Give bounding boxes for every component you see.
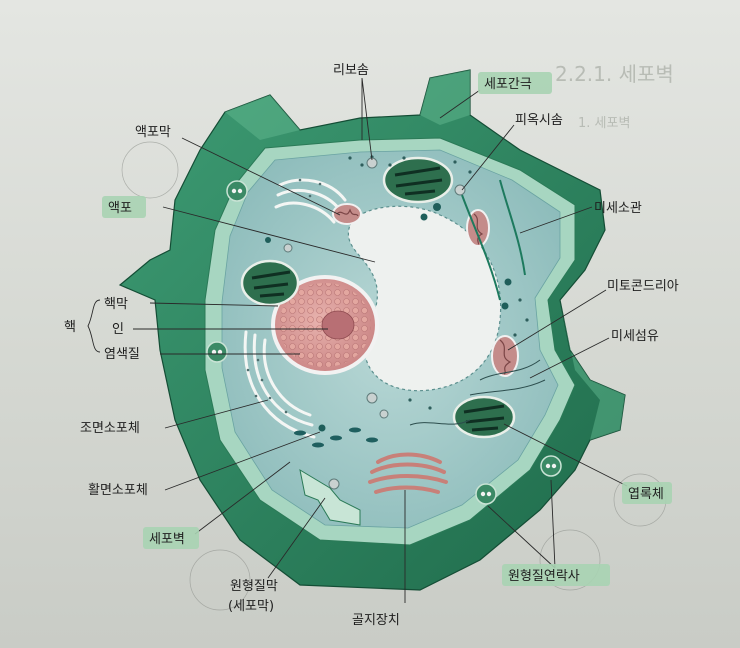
label-rough-er: 조면소포체 — [80, 421, 140, 436]
background-heading: 2.2.1. 세포벽 — [555, 62, 674, 86]
label-plasma-membrane-sub: (세포막) — [228, 599, 274, 614]
leader-ribosome — [361, 77, 373, 161]
label-intercellular-space: 세포간극 — [484, 77, 532, 92]
rough-er-ribosomes — [246, 178, 322, 414]
leader-microtubule — [519, 206, 593, 234]
leader-peroxisome — [461, 124, 515, 191]
nucleus-brace — [87, 299, 101, 353]
microfilaments — [409, 359, 546, 426]
leader-vacuole — [162, 206, 376, 263]
label-microtubule: 미세소관 — [594, 201, 642, 216]
background-halo — [121, 141, 179, 199]
label-ribosome: 리보솜 — [333, 63, 369, 78]
smooth-er — [294, 427, 378, 448]
leader-lines — [87, 77, 628, 603]
chloroplast — [240, 259, 300, 307]
nucleolus — [321, 310, 355, 340]
label-nucleolus: 인 — [112, 322, 124, 337]
leader-vacuole-membrane — [181, 137, 341, 216]
label-cell-wall: 세포벽 — [149, 532, 185, 547]
leader-plasma-membrane — [267, 497, 326, 579]
chloroplast — [452, 395, 516, 439]
label-peroxisome: 피옥시솜 — [515, 113, 563, 128]
highlight-plasmodesmata — [502, 564, 610, 586]
background-subheading: 1. 세포벽 — [578, 116, 631, 131]
label-plasma-membrane: 원형질막 — [230, 579, 278, 594]
highlight-chloroplast — [622, 482, 672, 504]
mitochondrion — [332, 203, 362, 225]
leader-smooth-er — [164, 431, 321, 491]
leader-rough-er — [164, 399, 269, 429]
label-microfilament: 미세섬유 — [611, 329, 659, 344]
label-vacuole-membrane: 액포막 — [135, 125, 171, 140]
highlight-vacuole — [102, 196, 146, 218]
leader-mitochondria — [507, 289, 607, 351]
leader-cell-wall — [194, 461, 291, 535]
label-mitochondria: 미토콘드리아 — [607, 279, 679, 294]
label-golgi: 골지장치 — [352, 613, 400, 628]
leader-chloroplast — [503, 423, 628, 487]
leader-nuclear-membrane — [149, 302, 279, 307]
cell-wall-notch — [299, 468, 361, 526]
highlight-intercellular-space — [478, 72, 552, 94]
label-chloroplast: 엽록체 — [628, 487, 664, 502]
vacuole — [347, 205, 502, 392]
leader-microfilament — [529, 337, 610, 379]
cell-wall-top-face — [420, 70, 470, 125]
microtubules — [461, 179, 526, 301]
mitochondrion — [466, 209, 490, 247]
vesicles — [265, 203, 512, 432]
leader-plasmodesmata — [487, 479, 556, 569]
background-halo — [189, 549, 251, 611]
leader-intercellular-space — [439, 89, 481, 119]
label-nucleus-group: 핵 — [64, 320, 76, 335]
mitochondrion — [491, 335, 519, 377]
background-halo — [539, 529, 601, 591]
ribosomes — [348, 155, 529, 410]
golgi-apparatus — [368, 452, 448, 494]
label-plasmodesmata: 원형질연락사 — [508, 569, 580, 584]
plasmodesmata — [206, 180, 562, 505]
cell-wall-top-face — [560, 300, 625, 440]
label-nuclear-membrane: 핵막 — [104, 297, 128, 312]
chloroplast — [382, 156, 454, 204]
rough-er — [243, 178, 347, 439]
cell-wall-top-face — [225, 95, 300, 140]
label-chromatin: 염색질 — [104, 347, 140, 362]
peroxisomes — [283, 157, 466, 490]
highlight-cell-wall — [143, 527, 199, 549]
label-smooth-er: 활면소포체 — [88, 483, 148, 498]
label-vacuole: 액포 — [108, 201, 132, 216]
